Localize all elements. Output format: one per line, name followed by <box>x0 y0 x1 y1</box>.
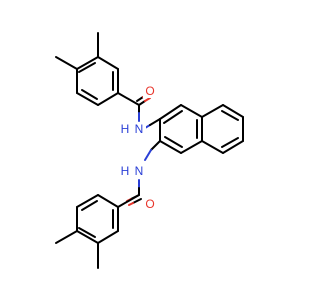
bond <box>97 230 119 244</box>
nitrogen-atom-label: N <box>135 164 144 178</box>
bond <box>117 92 140 106</box>
bond <box>117 194 140 208</box>
bond <box>164 136 183 148</box>
bond <box>163 110 183 124</box>
bond <box>138 100 146 106</box>
bond <box>222 140 244 154</box>
bond <box>76 194 99 208</box>
bond <box>76 56 99 70</box>
bond <box>201 140 224 154</box>
bond <box>159 140 182 154</box>
bond <box>201 104 224 118</box>
bond <box>159 104 182 120</box>
bond <box>222 104 244 118</box>
hydrogen-atom-label: H <box>121 164 130 178</box>
bond <box>150 140 161 151</box>
bond <box>180 140 203 154</box>
bond <box>55 56 78 70</box>
bond <box>221 110 239 121</box>
hydrogen-atom-label: H <box>121 122 130 136</box>
bond <box>149 118 161 126</box>
bond <box>221 137 239 148</box>
bond <box>128 202 134 206</box>
bond <box>76 92 99 106</box>
bond <box>136 96 144 102</box>
oxygen-atom-label: O <box>145 84 154 98</box>
bond <box>78 62 96 73</box>
molecule-structure: O N H N H O <box>55 32 244 269</box>
atom-label-layer: O N H N H O <box>121 84 157 211</box>
bond <box>81 89 98 100</box>
bond <box>144 149 152 161</box>
bond <box>55 230 78 244</box>
bond <box>180 104 203 118</box>
bond <box>97 92 119 106</box>
bond <box>144 97 151 102</box>
bond <box>76 230 99 244</box>
bond-layer <box>55 32 244 269</box>
bond <box>132 198 142 204</box>
bond <box>81 200 98 211</box>
oxygen-atom-label: O <box>145 197 154 211</box>
bond <box>78 227 96 238</box>
bond <box>97 194 119 208</box>
nitrogen-atom-label: N <box>135 122 144 136</box>
bond <box>97 56 119 70</box>
